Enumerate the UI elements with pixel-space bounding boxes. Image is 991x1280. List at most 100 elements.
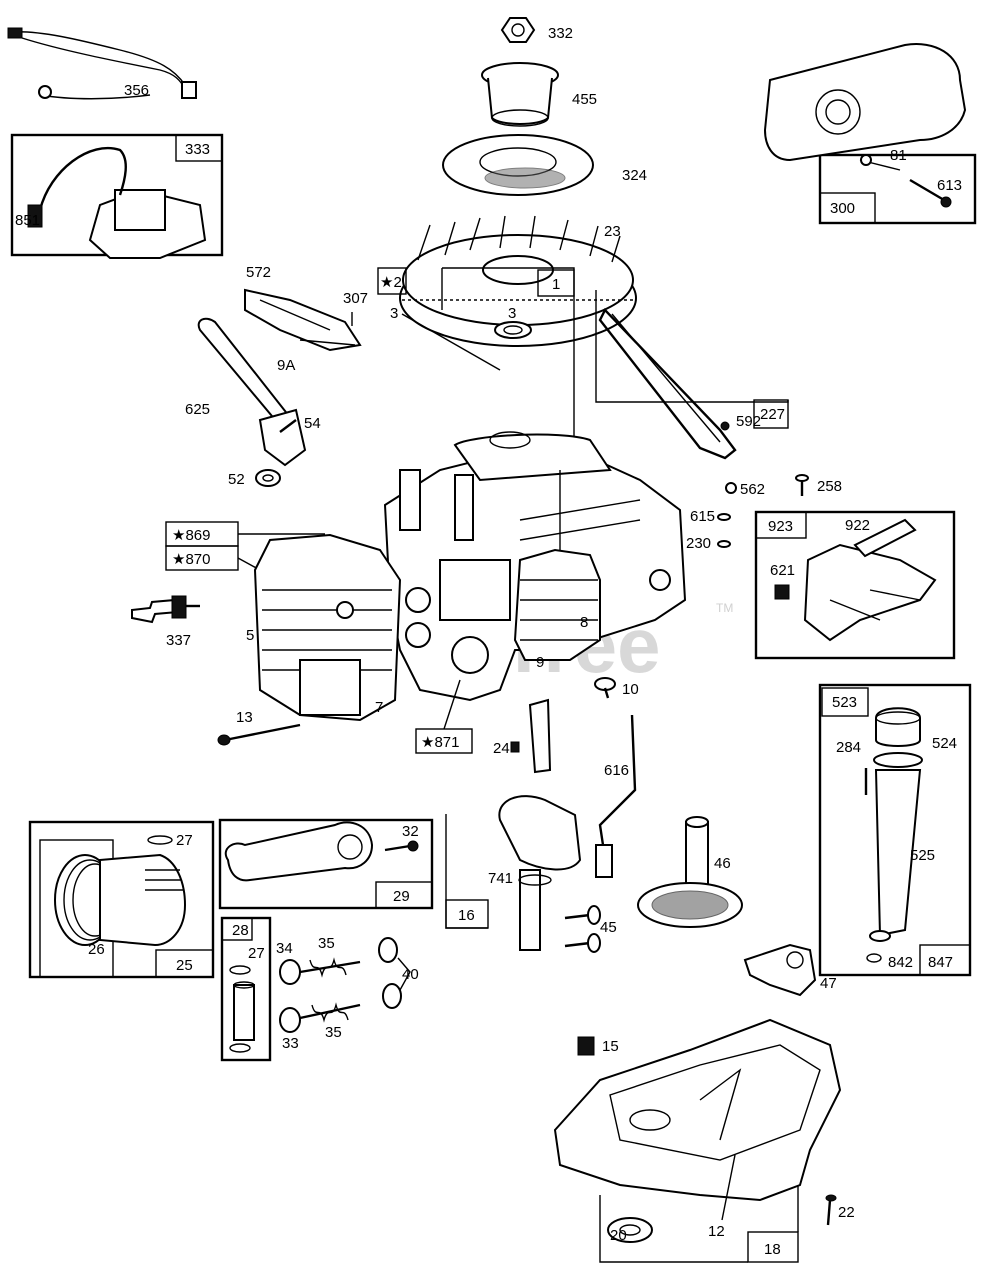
part-47-governor	[743, 943, 817, 997]
callout-35-bottom: 35	[325, 1024, 342, 1041]
callout-20: 20	[610, 1227, 627, 1244]
box-16	[445, 899, 489, 929]
callout-47: 47	[820, 975, 837, 992]
callout-3-right: 3	[508, 305, 516, 322]
callout-258: 258	[817, 478, 842, 495]
part-616-governor-rod	[595, 714, 637, 878]
box-847-oil-fill	[818, 683, 972, 977]
callout-25: 25	[176, 957, 193, 974]
part-3-seal	[494, 321, 532, 339]
callout-592: 592	[736, 413, 761, 430]
callout-625: 625	[185, 401, 210, 418]
callout-616: 616	[604, 762, 629, 779]
callout-24: 24	[493, 740, 510, 757]
callout-230: 230	[686, 535, 711, 552]
callout-524: 524	[932, 735, 957, 752]
box-18-sump	[553, 1018, 842, 1263]
callout-621: 621	[770, 562, 795, 579]
callout-13: 13	[236, 709, 253, 726]
callout-32: 32	[402, 823, 419, 840]
part-15-plug	[577, 1036, 595, 1056]
callout-525: 525	[910, 847, 935, 864]
callout-3-left: 3	[390, 305, 398, 322]
callout-54: 54	[304, 415, 321, 432]
callout-284: 284	[836, 739, 861, 756]
callout-300: 300	[830, 200, 855, 217]
part-valves	[279, 937, 411, 1033]
callout-10: 10	[622, 681, 639, 698]
callout-307: 307	[343, 290, 368, 307]
part-337-spark-plug	[131, 595, 200, 624]
callout-45: 45	[600, 919, 617, 936]
box-923-governor	[754, 510, 956, 660]
callout-15: 15	[602, 1038, 619, 1055]
callout-615: 615	[690, 508, 715, 525]
part-23-flywheel	[399, 215, 637, 347]
callout-923: 923	[768, 518, 793, 535]
callout-34: 34	[276, 940, 293, 957]
callout-922: 922	[845, 517, 870, 534]
box-25-piston	[28, 820, 215, 979]
callout-842: 842	[888, 954, 913, 971]
part-13-bolt	[217, 723, 301, 746]
callout-870: ★870	[172, 551, 210, 568]
part-45-bolts	[564, 905, 601, 953]
svg-text:TM: TM	[716, 601, 733, 615]
callout-869: ★869	[172, 527, 210, 544]
part-455-cup	[481, 62, 559, 127]
box-1-short-block	[377, 267, 575, 450]
part-engine-block	[253, 431, 687, 722]
box-300-air-cleaner	[763, 43, 977, 225]
callout-227: 227	[760, 406, 785, 423]
callout-613: 613	[937, 177, 962, 194]
callout-2: ★2	[380, 274, 402, 291]
callout-23: 23	[604, 223, 621, 240]
callout-9a: 9A	[277, 357, 295, 374]
callout-1: 1	[552, 276, 560, 293]
box-28-pin	[220, 916, 272, 1062]
part-324-screen	[442, 134, 594, 196]
callout-26: 26	[88, 941, 105, 958]
callout-572: 572	[246, 264, 271, 281]
callout-337: 337	[166, 632, 191, 649]
callout-29: 29	[393, 888, 410, 905]
callout-5: 5	[246, 627, 254, 644]
callout-523: 523	[832, 694, 857, 711]
part-46-camshaft	[637, 816, 743, 928]
callout-332: 332	[548, 25, 573, 42]
box-29-connecting-rod	[218, 818, 434, 910]
callout-847: 847	[928, 954, 953, 971]
callout-40: 40	[402, 966, 419, 983]
callout-562: 562	[740, 481, 765, 498]
callout-9: 9	[536, 654, 544, 671]
callout-333: 333	[185, 141, 210, 158]
callout-324: 324	[622, 167, 647, 184]
callout-27-piston: 27	[176, 832, 193, 849]
callout-16: 16	[458, 907, 475, 924]
part-572-shield	[244, 288, 362, 352]
callout-356: 356	[124, 82, 149, 99]
callout-455: 455	[572, 91, 597, 108]
callout-851: 851	[15, 212, 40, 229]
box-227-governor-link	[595, 290, 789, 494]
callout-35-top: 35	[318, 935, 335, 952]
callout-8: 8	[580, 614, 588, 631]
callout-28: 28	[232, 922, 249, 939]
callout-7: 7	[375, 699, 383, 716]
callout-741: 741	[488, 870, 513, 887]
part-332-nut	[500, 17, 536, 43]
callout-81: 81	[890, 147, 907, 164]
part-258-screw	[795, 474, 809, 496]
callout-871: ★871	[421, 734, 459, 751]
part-10-bolt	[594, 677, 616, 699]
part-356-ground-wire	[7, 27, 197, 100]
callout-52: 52	[228, 471, 245, 488]
callout-12: 12	[708, 1223, 725, 1240]
callout-33: 33	[282, 1035, 299, 1052]
callout-27-pin: 27	[248, 945, 265, 962]
callout-22: 22	[838, 1204, 855, 1221]
callout-46: 46	[714, 855, 731, 872]
box-333-ignition	[10, 133, 224, 259]
part-625-intake	[197, 317, 307, 487]
